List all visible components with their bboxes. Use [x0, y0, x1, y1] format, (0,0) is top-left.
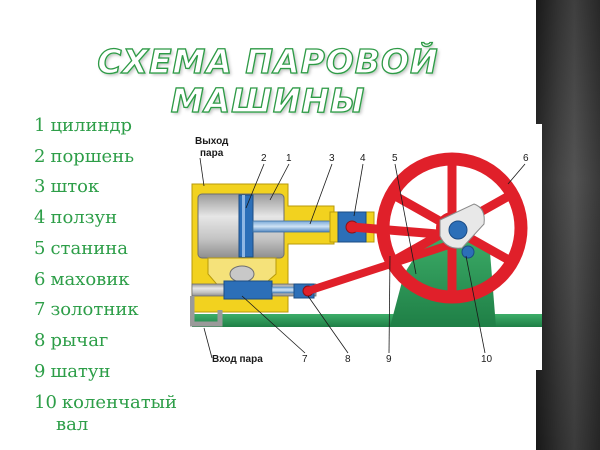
legend-label: шток — [50, 176, 100, 198]
legend-number: 6 — [34, 268, 46, 290]
legend-number: 2 — [34, 145, 46, 167]
steam-outlet-label: пара — [200, 148, 224, 159]
legend-number: 5 — [34, 237, 46, 259]
leader-line — [309, 163, 333, 225]
legend-label: поршень — [50, 145, 134, 167]
eccentric-rod — [304, 238, 462, 295]
legend-number: 8 — [34, 329, 46, 351]
slide-valve — [223, 280, 273, 300]
steam-inlet-label: Вход пара — [212, 354, 263, 365]
steam-engine-diagram: Выход пара Вход пара 2 1 3 4 5 6 7 8 9 1… — [189, 124, 542, 370]
leader-line — [245, 163, 265, 209]
callout-label: 5 — [392, 153, 398, 164]
leader-line — [203, 327, 213, 359]
slide-title: СХЕМА ПАРОВОЙ МАШИНЫ — [97, 41, 439, 120]
leader-line — [394, 163, 417, 275]
legend-number: 1 — [34, 115, 46, 136]
legend-label-continuation: вал — [56, 414, 89, 436]
legend-number: 4 — [34, 207, 46, 229]
legend-number: 10 — [34, 392, 57, 414]
side-band-shade — [536, 0, 600, 450]
leader-line — [269, 163, 290, 201]
callout-label: 1 — [286, 153, 292, 164]
callout-label: 3 — [329, 153, 335, 164]
callout-label: 4 — [360, 153, 366, 164]
crankshaft — [448, 220, 468, 240]
legend-label: рычаг — [50, 329, 109, 351]
steam-inlet-pipe — [189, 296, 223, 327]
callout-label: 2 — [261, 153, 267, 164]
steam-outlet-label: Выход — [195, 136, 229, 147]
leader-line — [241, 295, 306, 354]
callout-label: 8 — [345, 354, 351, 365]
legend-number: 3 — [34, 176, 46, 198]
leader-line — [388, 255, 391, 354]
steam-port — [229, 265, 255, 283]
callout-label: 9 — [386, 354, 392, 365]
leader-line — [307, 295, 349, 354]
callout-label: 6 — [523, 153, 529, 164]
legend-label: шатун — [50, 360, 111, 382]
legend-label: цилиндр — [50, 115, 133, 136]
leader-line — [507, 163, 526, 185]
piston — [238, 194, 254, 258]
legend-label: ползун — [50, 207, 118, 229]
leader-line — [353, 163, 364, 217]
leader-line — [465, 255, 486, 354]
legend-label: маховик — [50, 268, 130, 290]
piston-highlight — [242, 195, 245, 257]
legend-number: 7 — [34, 299, 46, 321]
callout-label: 7 — [302, 354, 308, 365]
steam-engine-svg: Выход пара Вход пара 2 1 3 4 5 6 7 8 9 1… — [189, 136, 542, 365]
flywheel-rim — [376, 152, 528, 304]
legend-label: коленчатый — [61, 392, 177, 414]
crank-bearing — [461, 245, 475, 259]
leader-line — [199, 157, 205, 187]
legend-label: золотник — [50, 299, 139, 321]
legend-label: станина — [50, 237, 128, 259]
callout-label: 10 — [481, 354, 493, 365]
legend-number: 9 — [34, 360, 46, 382]
decorative-side-band — [536, 0, 600, 450]
